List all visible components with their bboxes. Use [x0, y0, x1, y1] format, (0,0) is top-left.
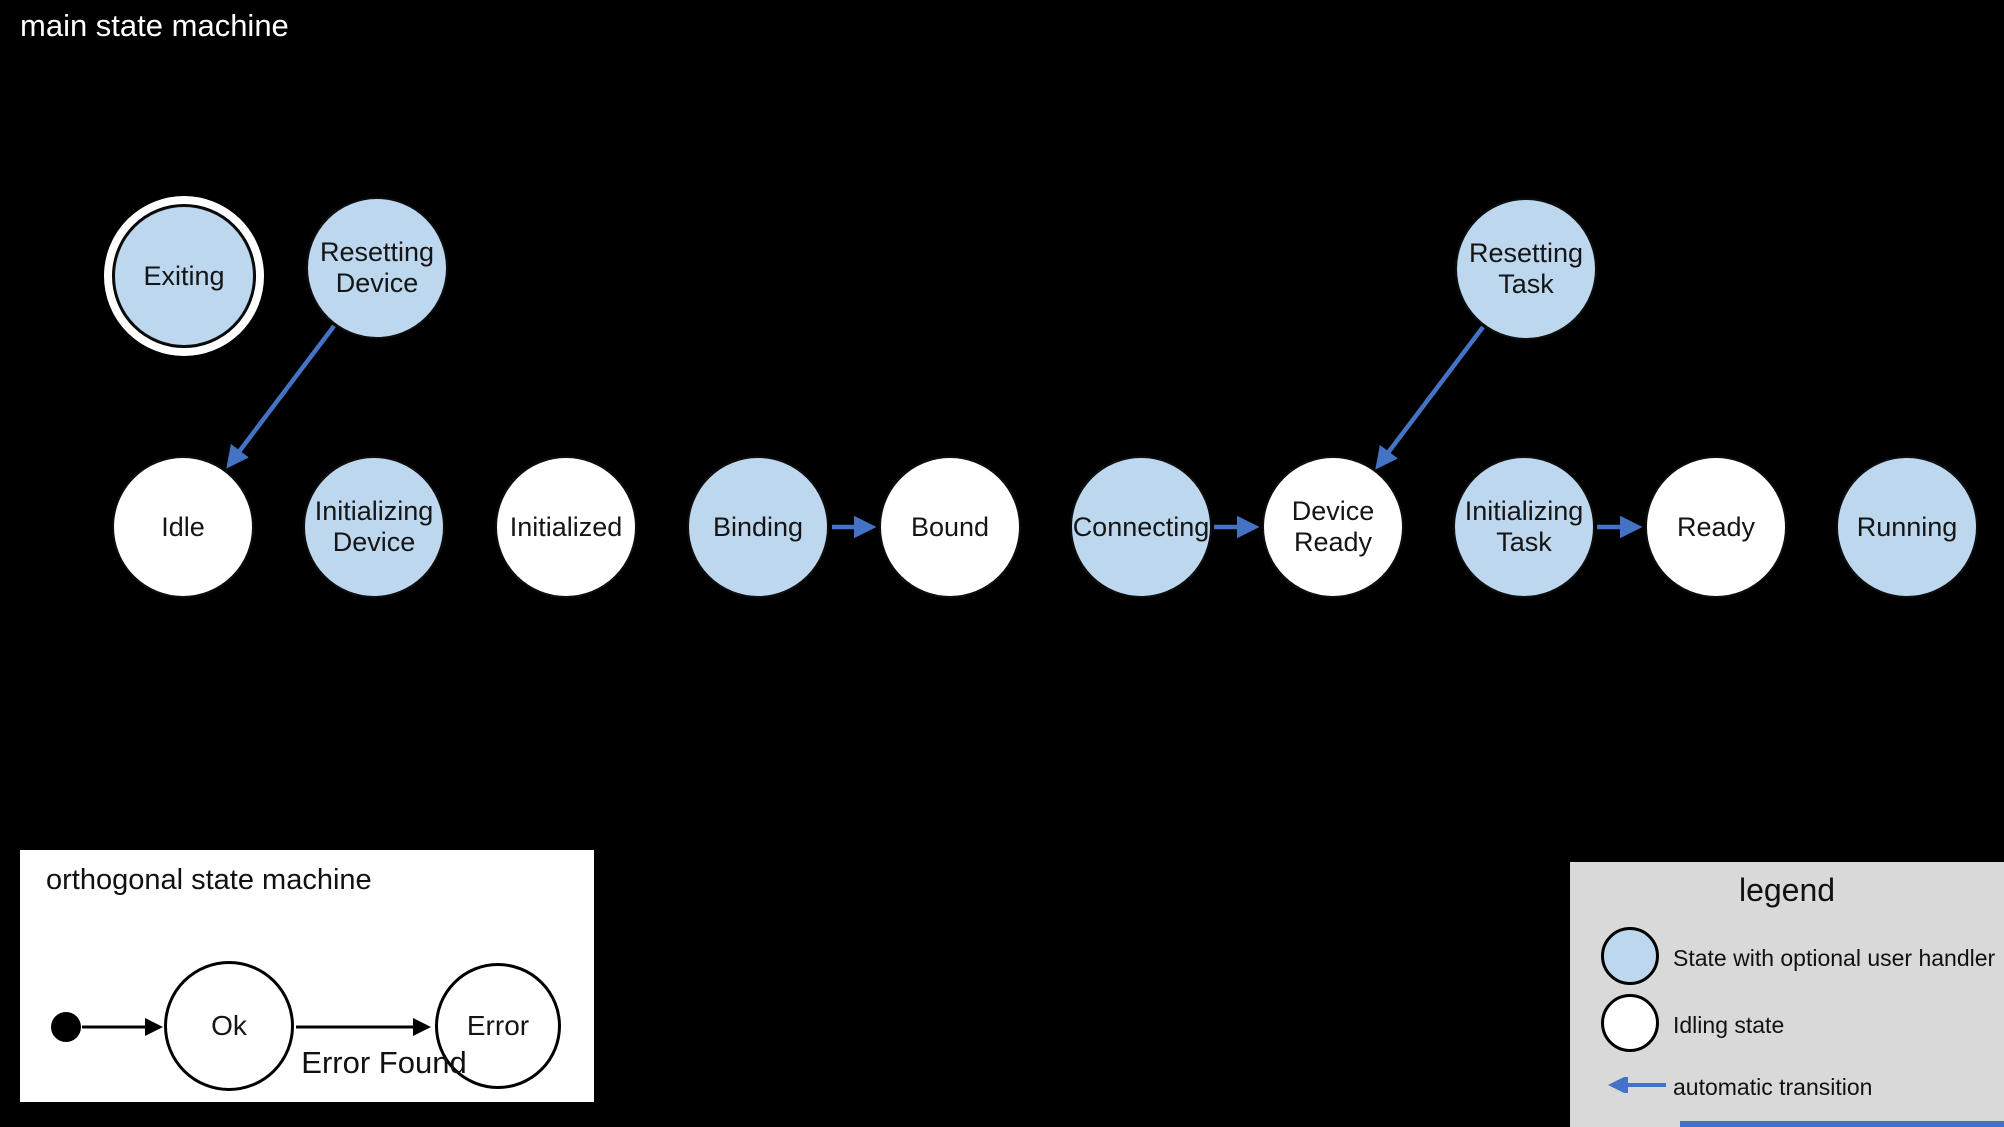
state-label: Exiting — [143, 260, 225, 291]
state-label: Binding — [712, 511, 804, 542]
legend-item-label: Idling state — [1673, 1012, 1785, 1038]
legend-automatic-transition-arrow-icon — [1608, 1077, 1666, 1093]
legend-handler-state-icon — [1601, 927, 1659, 985]
state-running: Running — [1836, 456, 1978, 598]
initial-state-dot — [51, 1012, 81, 1042]
state-initializing-device: Initializing Device — [303, 456, 445, 598]
main-machine-title: main state machine — [20, 8, 289, 43]
state-label: Connecting — [1072, 511, 1210, 542]
state-label: Initializing Task — [1464, 496, 1584, 557]
state-resetting-task: Resetting Task — [1455, 198, 1597, 340]
state-label: Initializing Device — [314, 496, 434, 557]
state-label: Running — [1856, 511, 1958, 542]
state-label: Device Ready — [1291, 496, 1375, 557]
horizontal-scrollbar-thumb[interactable] — [1680, 1121, 2004, 1127]
transition-resetting-task-to-device-ready — [1375, 325, 1485, 470]
state-label: Idle — [161, 511, 205, 542]
state-label: Error — [466, 1010, 530, 1041]
state-label: Resetting Device — [319, 237, 435, 298]
state-initializing-task: Initializing Task — [1453, 456, 1595, 598]
transition-resetting-device-to-idle — [226, 324, 336, 469]
legend-item-label: State with optional user handler — [1673, 945, 1996, 971]
legend-panel: legend State with optional user handler … — [1570, 862, 2004, 1127]
state-device-ready: Device Ready — [1262, 456, 1404, 598]
state-bound: Bound — [879, 456, 1021, 598]
state-error: Error — [435, 963, 561, 1089]
state-initialized: Initialized — [495, 456, 637, 598]
state-resetting-device: Resetting Device — [306, 197, 448, 339]
state-ready: Ready — [1645, 456, 1787, 598]
orthogonal-machine-title: orthogonal state machine — [46, 864, 372, 896]
state-label: Bound — [910, 511, 990, 542]
final-state-outer-ring — [104, 196, 264, 356]
legend-idling-state-icon — [1601, 994, 1659, 1052]
state-binding: Binding — [687, 456, 829, 598]
state-label: Resetting Task — [1468, 238, 1584, 299]
state-label: Ok — [211, 1010, 247, 1041]
state-ok: Ok — [164, 961, 294, 1091]
state-exiting: Exiting — [113, 205, 255, 347]
state-label: Ready — [1676, 511, 1756, 542]
state-connecting: Connecting — [1070, 456, 1212, 598]
legend-title: legend — [1738, 872, 1836, 908]
state-label: Initialized — [509, 511, 623, 542]
state-idle: Idle — [112, 456, 254, 598]
transition-label-error-found: Error Found — [301, 1045, 467, 1080]
orthogonal-machine-panel: orthogonal state machine Ok Error Error … — [20, 850, 594, 1102]
legend-item-label: automatic transition — [1673, 1074, 1873, 1100]
